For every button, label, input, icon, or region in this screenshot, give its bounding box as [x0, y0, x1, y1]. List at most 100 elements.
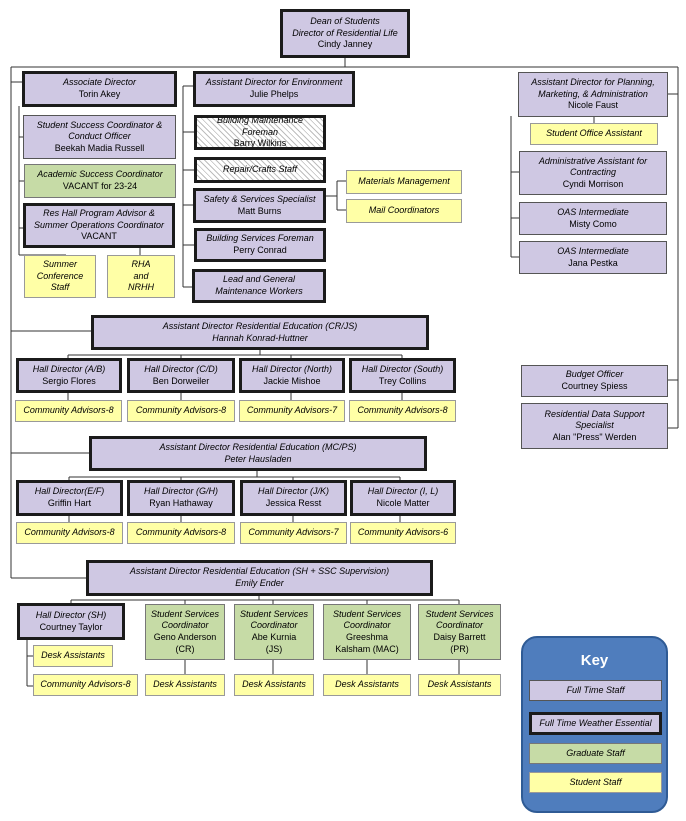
budget-name: Courtney Spiess	[561, 381, 628, 391]
ad-cr-name: Hannah Konrad-Huttner	[212, 332, 308, 343]
ssc-cr-title: Student Services	[150, 608, 220, 619]
materials-title: Materials Management	[358, 176, 450, 187]
building-services-foreman-box: Building Services Foreman Perry Conrad	[194, 228, 326, 262]
ssc-mac-hall: Kalsham (MAC)	[335, 643, 399, 654]
community-advisors-il-box: Community Advisors-6	[350, 522, 456, 544]
ssc-pr-hall: (PR)	[450, 643, 469, 654]
community-advisors-ef-box: Community Advisors-8	[16, 522, 123, 544]
dean-of-students-box: Dean of Students Director of Residential…	[280, 9, 410, 58]
aa-title-line1: Administrative Assistant for	[538, 155, 648, 166]
hd-north-name: Jackie Mishoe	[263, 375, 321, 386]
student-office-assistant-box: Student Office Assistant	[530, 123, 658, 145]
hd-cd-name: Ben Dorweiler	[152, 375, 210, 386]
ad-mc-title: Assistant Director Residential Education…	[159, 441, 357, 452]
mail-coordinators-box: Mail Coordinators	[346, 199, 462, 223]
hd-jk-title: Hall Director (J/K)	[257, 486, 329, 497]
rha-nrhh-box: RHA and NRHH	[107, 255, 175, 298]
associate-director-box: Associate Director Torin Akey	[22, 71, 177, 107]
residential-data-support-box: Residential Data Support Specialist Alan…	[521, 403, 668, 449]
community-advisors-ab-box: Community Advisors-8	[15, 400, 122, 422]
community-advisors-south-box: Community Advisors-8	[349, 400, 456, 422]
oas-intermediate-1-box: OAS Intermediate Misty Como	[519, 202, 667, 235]
summer-line1: Summer	[42, 259, 77, 270]
mail-title: Mail Coordinators	[368, 205, 440, 216]
ssc-mac-title: Student Services	[332, 608, 402, 619]
assistant-director-environment-box: Assistant Director for Environment Julie…	[193, 71, 355, 107]
summer-line2: Conference	[36, 270, 84, 281]
assistant-director-sh-box: Assistant Director Residential Education…	[86, 560, 433, 596]
hall-director-il-box: Hall Director (I, L) Nicole Matter	[350, 480, 456, 516]
oas-intermediate-2-box: OAS Intermediate Jana Pestka	[519, 241, 667, 274]
soa-title: Student Office Assistant	[546, 128, 642, 139]
assistant-director-cr-js-box: Assistant Director Residential Education…	[91, 315, 429, 350]
hd-ab-title: Hall Director (A/B)	[32, 363, 106, 374]
assistant-director-mc-ps-box: Assistant Director Residential Education…	[89, 436, 427, 471]
hall-director-ef-box: Hall Director(E/F) Griffin Hart	[16, 480, 123, 516]
ad-env-title: Assistant Director for Environment	[205, 77, 343, 88]
assistant-director-planning-box: Assistant Director for Planning, Marketi…	[518, 72, 668, 117]
hd-ef-title: Hall Director(E/F)	[34, 486, 105, 497]
safety-title: Safety & Services Specialist	[203, 193, 316, 204]
hall-director-jk-box: Hall Director (J/K) Jessica Resst	[240, 480, 347, 516]
rds-title-line2: Specialist	[575, 420, 614, 431]
rha-line3: NRHH	[128, 282, 154, 293]
ssc-js-hall: (JS)	[265, 643, 283, 654]
community-advisors-jk-box: Community Advisors-7	[240, 522, 347, 544]
ssc-cr-name: Geno Anderson	[153, 632, 217, 642]
legend-graduate-staff: Graduate Staff	[529, 743, 662, 764]
community-advisors-north-box: Community Advisors-7	[239, 400, 345, 422]
budget-title: Budget Officer	[565, 369, 624, 380]
rha-line2: and	[133, 270, 149, 281]
res-hall-program-advisor-box: Res Hall Program Advisor & Summer Operat…	[23, 203, 175, 248]
budget-officer-box: Budget Officer Courtney Spiess	[521, 365, 668, 397]
rhpa-title-line2: Summer Operations Coordinator	[33, 219, 165, 230]
hd-il-title: Hall Director (I, L)	[367, 486, 439, 497]
legend-full-time-weather-essential: Full Time Weather Essential	[529, 712, 662, 735]
hd-gh-title: Hall Director (G/H)	[143, 486, 218, 497]
lead-line1: Lead and General	[222, 274, 296, 285]
ssc-pr-title: Student Services	[425, 608, 494, 619]
ssc-name: Beekah Madia Russell	[54, 142, 145, 153]
ssc-pr-name: Daisy Barrett	[433, 632, 486, 642]
summer-line3: Staff	[50, 282, 70, 293]
administrative-assistant-box: Administrative Assistant for Contracting…	[519, 151, 667, 195]
dean-title: Dean of Students	[310, 16, 380, 27]
ad-sh-name: Emily Ender	[235, 578, 284, 588]
desk-assistants-mac-box: Desk Assistants	[323, 674, 411, 696]
community-advisors-cd-box: Community Advisors-8	[127, 400, 235, 422]
associate-director-title: Associate Director	[62, 77, 137, 88]
aa-title-line2: Contracting	[569, 167, 617, 178]
ad-mc-name: Peter Hausladen	[224, 453, 292, 464]
student-services-coordinator-cr-box: Student Services Coordinator Geno Anders…	[145, 604, 225, 660]
hall-director-ab-box: Hall Director (A/B) Sergio Flores	[16, 358, 122, 393]
hd-ef-name: Griffin Hart	[47, 498, 92, 508]
hd-gh-name: Ryan Hathaway	[149, 498, 213, 508]
ad-env-name: Julie Phelps	[249, 89, 299, 99]
ad-plan-name: Nicole Faust	[567, 100, 619, 111]
ssc-cr-hall: (CR)	[175, 643, 195, 654]
oas2-title: OAS Intermediate	[557, 245, 629, 256]
student-services-coordinator-pr-box: Student Services Coordinator Daisy Barre…	[418, 604, 501, 660]
materials-management-box: Materials Management	[346, 170, 462, 194]
hd-sh-name: Courtney Taylor	[39, 621, 103, 632]
ssc-pr-sub: Coordinator	[435, 620, 484, 631]
ssc-mac-name: Greeshma	[345, 632, 389, 642]
rhpa-name: VACANT	[81, 231, 117, 242]
hall-director-gh-box: Hall Director (G/H) Ryan Hathaway	[127, 480, 235, 516]
bsf-name: Perry Conrad	[233, 245, 287, 255]
hall-director-cd-box: Hall Director (C/D) Ben Dorweiler	[127, 358, 235, 393]
community-advisors-gh-box: Community Advisors-8	[127, 522, 235, 544]
lead-general-maintenance-box: Lead and General Maintenance Workers	[192, 269, 326, 303]
student-services-coordinator-mac-box: Student Services Coordinator Greeshma Ka…	[323, 604, 411, 660]
hd-north-title: Hall Director (North)	[251, 363, 332, 374]
legend-key: Key Full Time Staff Full Time Weather Es…	[521, 636, 668, 813]
repair-title: Repair/Crafts Staff	[222, 164, 298, 175]
sh-community-advisors-box: Community Advisors-8	[33, 674, 138, 696]
ad-plan-title-line1: Assistant Director for Planning,	[531, 77, 655, 88]
hall-director-south-box: Hall Director (South) Trey Collins	[349, 358, 456, 393]
hd-south-title: Hall Director (South)	[361, 363, 444, 374]
hd-jk-name: Jessica Resst	[265, 498, 322, 508]
ssc-mac-sub: Coordinator	[343, 620, 391, 631]
safety-name: Matt Burns	[237, 205, 282, 216]
bsf-title: Building Services Foreman	[206, 233, 314, 244]
